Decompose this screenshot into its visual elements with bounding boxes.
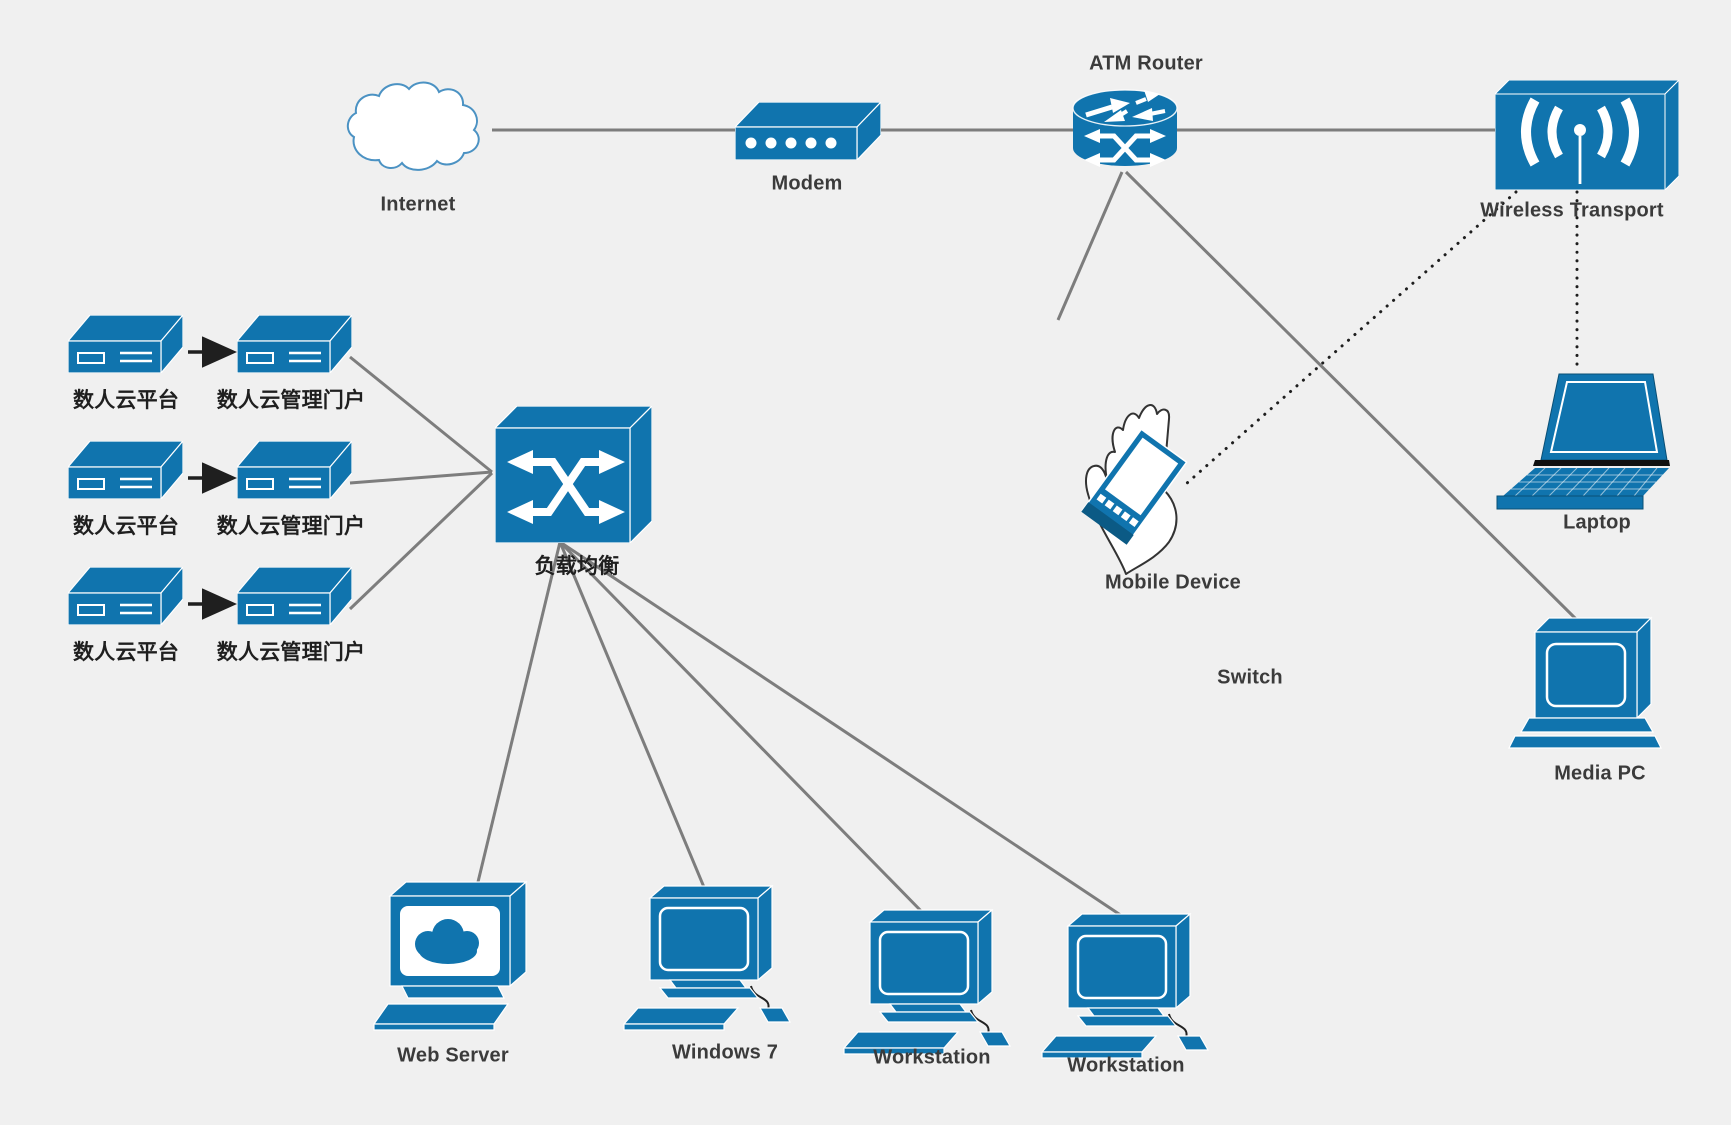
monitor-cloud-icon bbox=[362, 878, 542, 1038]
connector-portal-2-load-balancer bbox=[349, 470, 493, 485]
workstation-icon bbox=[1038, 912, 1223, 1062]
laptop-icon bbox=[1483, 368, 1678, 513]
portal-2-label: 数人云管理门户 bbox=[216, 515, 366, 538]
load-balancer-node[interactable] bbox=[495, 406, 652, 543]
server-box-icon bbox=[237, 441, 352, 499]
mobile-device-label: Mobile Device bbox=[1105, 571, 1241, 594]
media-pc-label: Media PC bbox=[1554, 762, 1646, 785]
modem-node[interactable] bbox=[735, 102, 881, 160]
cloud-platform-2-node[interactable] bbox=[68, 441, 183, 499]
internet-node[interactable] bbox=[343, 80, 493, 180]
cloud-platform-2-label: 数人云平台 bbox=[73, 515, 179, 538]
server-box-icon bbox=[68, 315, 183, 373]
connector-load-balancer-workstation-1 bbox=[558, 540, 928, 918]
internet-label: Internet bbox=[380, 193, 456, 216]
wireless-antenna-icon bbox=[1495, 80, 1679, 190]
load-balancer-label: 负载均衡 bbox=[534, 555, 620, 578]
connector-atm-router-media-pc bbox=[1124, 170, 1585, 628]
workstation-1-node[interactable] bbox=[840, 908, 1025, 1058]
cloud-platform-1-label: 数人云平台 bbox=[73, 389, 179, 412]
connector-wireless-transport-mobile-device bbox=[1184, 190, 1518, 486]
workstation-2-node[interactable] bbox=[1038, 912, 1223, 1062]
workstation-icon bbox=[840, 908, 1025, 1058]
connector-portal-3-load-balancer bbox=[348, 471, 494, 611]
atm-router-node[interactable] bbox=[1070, 88, 1180, 176]
hand-with-phone-icon bbox=[1068, 392, 1198, 577]
portal-1-node[interactable] bbox=[237, 315, 352, 373]
connector-load-balancer-web-server bbox=[476, 541, 562, 883]
wireless-transport-node[interactable] bbox=[1495, 80, 1679, 190]
media-pc-node[interactable] bbox=[1505, 612, 1665, 760]
windows-7-node[interactable] bbox=[620, 884, 805, 1034]
connector-portal-1-load-balancer bbox=[349, 355, 493, 474]
desktop-pc-icon bbox=[1505, 612, 1665, 760]
web-server-label: Web Server bbox=[397, 1044, 509, 1067]
portal-1-label: 数人云管理门户 bbox=[216, 389, 366, 412]
cloud-icon bbox=[343, 80, 493, 180]
portal-3-label: 数人云管理门户 bbox=[216, 641, 366, 664]
laptop-node[interactable] bbox=[1483, 368, 1678, 513]
atm-router-label: ATM Router bbox=[1089, 52, 1203, 75]
workstation-1-label: Workstation bbox=[873, 1046, 991, 1069]
modem-label: Modem bbox=[771, 172, 843, 195]
connector-atm-router-mobile-device-area bbox=[1056, 171, 1124, 321]
mobile-device-node[interactable] bbox=[1068, 392, 1198, 577]
web-server-node[interactable] bbox=[362, 878, 542, 1038]
windows-7-label: Windows 7 bbox=[671, 1041, 779, 1064]
portal-2-node[interactable] bbox=[237, 441, 352, 499]
workstation-icon bbox=[620, 884, 805, 1034]
modem-icon bbox=[735, 102, 881, 160]
server-box-icon bbox=[68, 441, 183, 499]
crossed-arrows-icon bbox=[495, 406, 652, 543]
switch-label: Switch bbox=[1217, 666, 1283, 689]
server-box-icon bbox=[68, 567, 183, 625]
wireless-transport-label: Wireless Transport bbox=[1480, 199, 1664, 222]
laptop-label: Laptop bbox=[1563, 511, 1631, 534]
cloud-platform-3-node[interactable] bbox=[68, 567, 183, 625]
portal-3-node[interactable] bbox=[237, 567, 352, 625]
connector-load-balancer-windows-7 bbox=[558, 541, 708, 893]
server-box-icon bbox=[237, 315, 352, 373]
connector-load-balancer-workstation-2 bbox=[559, 540, 1123, 918]
workstation-2-label: Workstation bbox=[1067, 1054, 1185, 1077]
cloud-platform-1-node[interactable] bbox=[68, 315, 183, 373]
cloud-platform-3-label: 数人云平台 bbox=[73, 641, 179, 664]
router-icon bbox=[1070, 88, 1180, 176]
server-box-icon bbox=[237, 567, 352, 625]
